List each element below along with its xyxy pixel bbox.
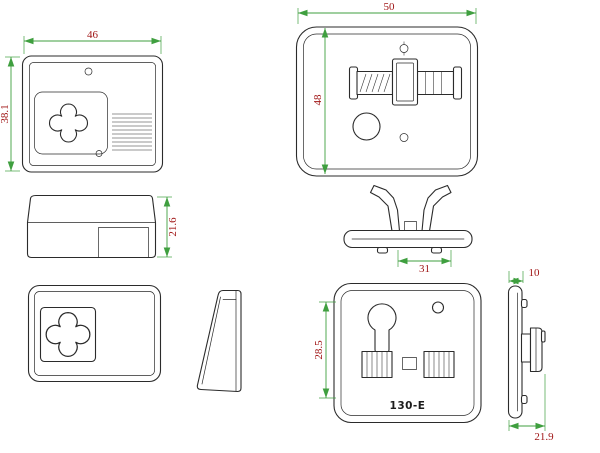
dim-cover-depth: 21.6 xyxy=(157,196,179,258)
screw-hole xyxy=(84,67,93,76)
view-base-plate-front xyxy=(295,26,479,177)
dim-total-depth: 21.9 xyxy=(508,374,554,443)
cover-rear-inner xyxy=(34,291,155,376)
view-plate-side xyxy=(343,184,473,254)
view-front-cover xyxy=(21,55,164,173)
view-plate-rear: 130-E xyxy=(333,282,482,424)
snap-clip-left xyxy=(369,184,401,232)
dim-text-clip-span: 31 xyxy=(419,263,430,275)
dim-cover-width: 46 xyxy=(23,29,162,54)
foot-left xyxy=(376,246,389,254)
button-neck xyxy=(520,333,532,363)
dim-text-cover-depth: 21.6 xyxy=(167,217,179,237)
latch-right-cap xyxy=(452,66,463,100)
center-post xyxy=(404,221,417,232)
grip-hatch-lines xyxy=(112,113,152,151)
dim-text-cover-height: 38.1 xyxy=(0,104,11,123)
plate-profile-body xyxy=(507,285,523,419)
view-plate-profile xyxy=(507,285,546,419)
pin-hole xyxy=(95,150,103,157)
part-number-label: 130-E xyxy=(390,400,426,412)
push-button xyxy=(391,58,419,106)
button-barb xyxy=(540,330,546,343)
clip-bump-bottom xyxy=(520,394,528,405)
center-slot xyxy=(402,357,417,370)
cover-side-outline xyxy=(26,194,157,259)
cover-outline xyxy=(21,55,164,173)
clip-bump-top xyxy=(520,298,528,309)
rib-hatch-right xyxy=(428,351,450,378)
view-cover-side xyxy=(26,194,157,259)
dim-clip-span: 31 xyxy=(397,250,452,275)
dim-plate-width: 50 xyxy=(297,1,477,24)
latch-bolt-housing xyxy=(416,70,455,96)
foot-right xyxy=(430,246,443,254)
dim-text-mechanism-height: 28.5 xyxy=(313,340,325,360)
dim-plate-height: 48 xyxy=(312,28,329,174)
dim-cover-height: 38.1 xyxy=(0,56,20,172)
dim-text-cover-width: 46 xyxy=(87,29,99,41)
lock-cylinder-hole xyxy=(352,112,381,141)
dim-text-plate-height: 48 xyxy=(312,94,324,106)
plate-rear-inner xyxy=(340,290,475,416)
dim-text-plate-thickness: 10 xyxy=(529,267,541,279)
rib-hatch-left xyxy=(366,351,388,378)
plate-inner-edge xyxy=(303,33,471,170)
view-cover-rear xyxy=(27,284,162,383)
knob-panel xyxy=(34,91,108,155)
dim-text-plate-width: 50 xyxy=(384,1,396,13)
latch-left-cap xyxy=(348,66,359,100)
screw-boss xyxy=(431,301,445,314)
side-housing xyxy=(98,227,149,258)
profile-outline xyxy=(196,289,242,393)
dim-text-total-depth: 21.9 xyxy=(534,431,554,443)
screw-hole-bottom xyxy=(399,133,409,142)
spring-hatch-lines xyxy=(359,73,391,93)
push-button-face xyxy=(396,62,414,102)
dim-plate-thickness: 10 xyxy=(508,267,541,285)
cover-inner-edge xyxy=(29,62,156,166)
view-cover-profile xyxy=(196,289,242,393)
snap-clip-right xyxy=(421,184,452,232)
plate-outline xyxy=(295,26,479,177)
dim-mechanism-height: 28.5 xyxy=(313,301,336,399)
